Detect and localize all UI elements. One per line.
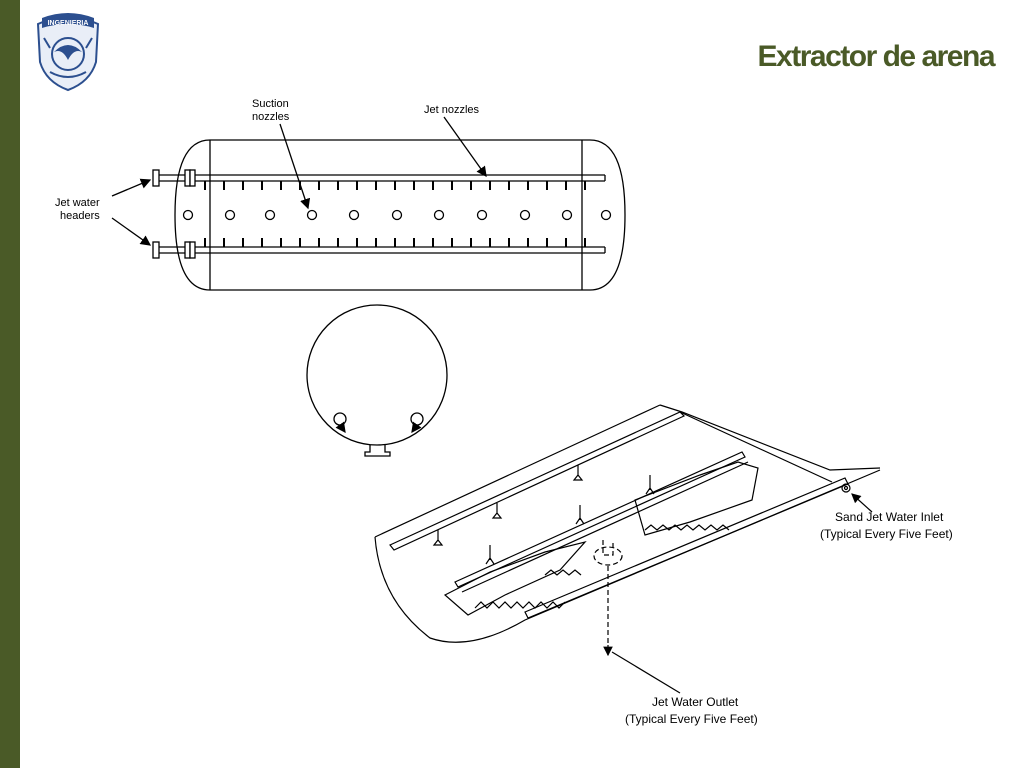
vessel-outline (174, 139, 626, 291)
header-leader-lower (111, 217, 152, 246)
upper-jet-pipe (152, 169, 606, 187)
vessel-top-view (111, 116, 626, 291)
outlet-nozzle-dashed (593, 540, 623, 645)
jet-nozzle-leader (443, 116, 487, 178)
slide-title: Extractor de arena (757, 40, 996, 73)
inlet-label-line2: (Typical Every Five Feet) (820, 527, 953, 541)
back-rail (389, 411, 686, 551)
outlet-label-line1: Jet Water Outlet (652, 695, 739, 709)
inlet-leader (851, 493, 873, 513)
jet-water-headers-label-line1: Jet water (55, 197, 100, 209)
shell-rim (659, 404, 881, 471)
top-cross-rail (679, 411, 833, 483)
back-rail-nozzles (432, 465, 584, 546)
suction-nozzles-label-line1: Suction (252, 98, 289, 110)
suction-nozzle-circles (182, 209, 612, 221)
suction-nozzle-leader (279, 123, 311, 210)
suction-nozzles-label-line2: nozzles (252, 111, 290, 123)
shell-edge-back (374, 404, 661, 538)
inlet-label-line1: Sand Jet Water Inlet (835, 510, 944, 524)
left-trough-rail (454, 451, 746, 588)
shell-edge-front (374, 469, 881, 643)
end-view-outlet-stub (364, 445, 391, 457)
outlet-leader (611, 651, 681, 694)
vessel-end-view (306, 304, 448, 457)
suction-trough-left (443, 540, 587, 616)
university-seal-logo: INGENIERIA (36, 13, 100, 92)
lower-jet-pipe (152, 241, 606, 259)
front-rail (524, 477, 849, 619)
left-trough-rail-2 (461, 461, 749, 593)
jet-nozzles-label: Jet nozzles (424, 104, 480, 116)
suction-trough-right (575, 461, 759, 536)
jet-nozzle-ticks (204, 181, 586, 247)
inlet-fitting (841, 483, 851, 493)
outlet-label-line2: (Typical Every Five Feet) (625, 712, 758, 726)
svg-text:INGENIERIA: INGENIERIA (48, 20, 89, 27)
vessel-cutaway-view (374, 404, 881, 694)
left-accent-bar (0, 0, 20, 768)
header-leader-upper (111, 178, 152, 197)
jet-water-headers-label-line2: headers (60, 210, 100, 222)
